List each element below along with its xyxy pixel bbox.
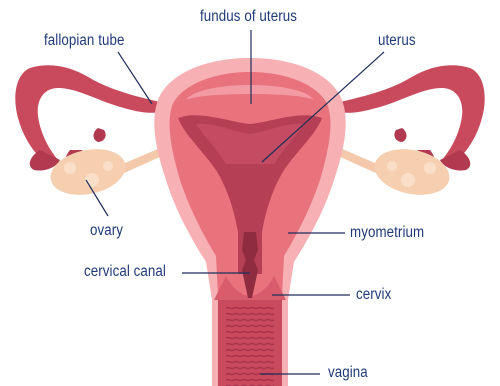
label-ovary: ovary [90,222,123,240]
right-ovary [338,143,454,202]
label-cervical-canal: cervical canal [84,263,166,281]
label-myometrium: myometrium [350,224,424,242]
left-ovary [46,143,162,202]
label-fundus-of-uterus: fundus of uterus [200,8,297,26]
label-cervix: cervix [356,286,391,304]
label-vagina: vagina [328,364,368,382]
label-fallopian-tube: fallopian tube [44,32,125,50]
label-uterus: uterus [378,32,416,50]
